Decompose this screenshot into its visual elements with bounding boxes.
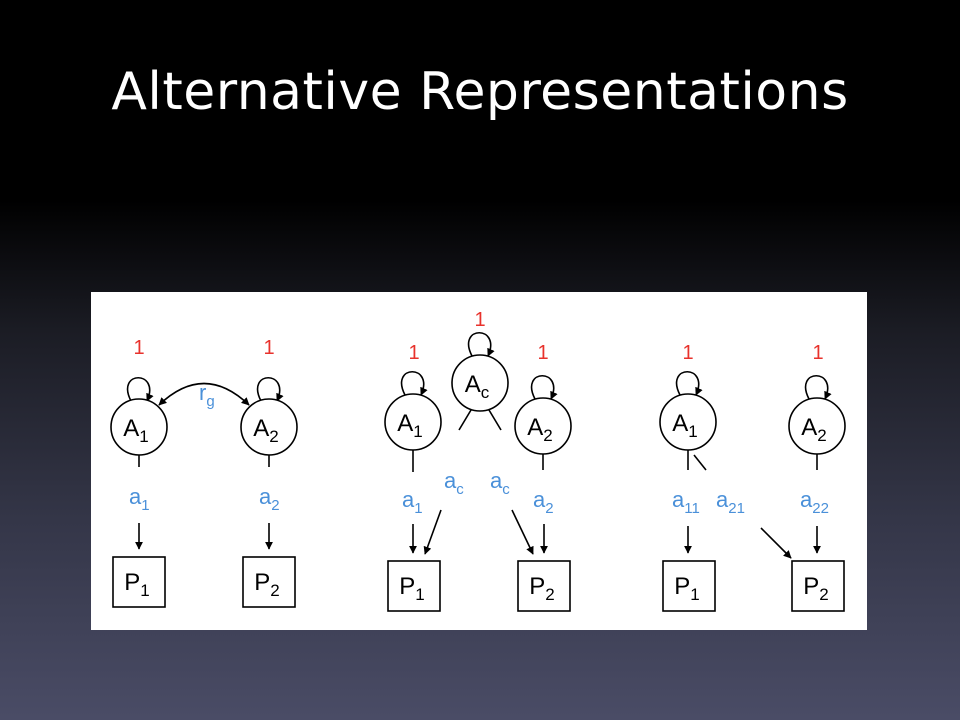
phenotype-label-p2: P2 <box>254 569 279 600</box>
path-diagram-svg: 1 A1 1 A2 rg a1 a2 P1 P2 <box>110 309 846 612</box>
panel-3-cholesky: 1 A1 1 A2 a11 a21 a22 P1 P2 <box>659 342 846 612</box>
latent-circle-ac <box>451 354 509 412</box>
phenotype-p2-box: P2 <box>517 560 571 612</box>
path-label-a2: a2 <box>533 487 554 517</box>
variance-label-a1: 1 <box>133 337 144 359</box>
latent-a1-node: 1 A1 <box>659 342 717 451</box>
path-stub-ac-left <box>458 409 472 431</box>
variance-label-a2: 1 <box>812 342 823 364</box>
variance-loop-a1 <box>675 371 703 396</box>
path-label-a21: a21 <box>716 487 745 517</box>
latent-ac-node: 1 Ac <box>451 309 509 412</box>
variance-loop-a1 <box>400 371 428 396</box>
path-label-a1: a1 <box>129 484 150 514</box>
path-label-ac-left: ac <box>444 468 464 498</box>
variance-loop-a1 <box>126 377 154 402</box>
phenotype-label-p1: P1 <box>124 569 149 600</box>
phenotype-p1-box: P1 <box>112 556 166 608</box>
variance-label-a2: 1 <box>263 337 274 359</box>
latent-label-a2: A2 <box>527 414 552 445</box>
latent-a2-node: 1 A2 <box>514 342 572 455</box>
latent-a2-node: 1 A2 <box>788 342 846 455</box>
path-label-a1: a1 <box>402 487 423 517</box>
path-arrow-ac-p1 <box>423 509 442 555</box>
variance-label-a1: 1 <box>408 342 419 364</box>
latent-label-a2: A2 <box>801 414 826 445</box>
variance-loop-a2 <box>530 375 558 400</box>
panel-1-bivariate-correlated: 1 A1 1 A2 rg a1 a2 P1 P2 <box>110 337 298 608</box>
latent-label-a1: A1 <box>672 410 697 441</box>
latent-label-a1: A1 <box>123 415 148 446</box>
latent-a1-node: 1 A1 <box>384 342 442 451</box>
path-label-a22: a22 <box>800 487 829 517</box>
path-diagram-figure: 1 A1 1 A2 rg a1 a2 P1 P2 <box>91 292 867 630</box>
variance-label-a2: 1 <box>537 342 548 364</box>
path-label-a2: a2 <box>259 484 280 514</box>
slide-title: Alternative Representations <box>111 62 849 122</box>
variance-loop-a2 <box>256 377 284 402</box>
path-label-a11: a11 <box>672 487 700 517</box>
panel-2-common-factor: 1 A1 1 Ac 1 A2 a1 ac ac a2 <box>384 309 572 612</box>
phenotype-label-p2: P2 <box>529 573 554 604</box>
variance-label-a1: 1 <box>682 342 693 364</box>
correlation-arc <box>158 382 250 406</box>
latent-a1-node: 1 A1 <box>110 337 168 456</box>
correlation-label-rg: rg <box>199 380 215 410</box>
phenotype-p2-box: P2 <box>242 556 296 608</box>
variance-loop-a2 <box>804 375 832 400</box>
latent-label-ac: Ac <box>465 371 490 402</box>
phenotype-p2-box: P2 <box>791 560 845 612</box>
path-stub-a1-cross <box>693 454 707 471</box>
latent-a2-node: 1 A2 <box>240 337 298 456</box>
path-arrow-a1-p2 <box>760 527 792 559</box>
latent-label-a1: A1 <box>397 410 422 441</box>
path-stub-ac-right <box>488 409 502 431</box>
variance-label-ac: 1 <box>474 309 485 331</box>
phenotype-label-p1: P1 <box>399 573 424 604</box>
variance-loop-ac <box>467 332 495 357</box>
phenotype-p1-box: P1 <box>387 560 441 612</box>
phenotype-label-p1: P1 <box>674 573 699 604</box>
latent-label-a2: A2 <box>253 415 278 446</box>
phenotype-label-p2: P2 <box>803 573 828 604</box>
path-label-ac-right: ac <box>490 468 510 498</box>
phenotype-p1-box: P1 <box>662 560 716 612</box>
path-arrow-ac-p2 <box>511 509 534 555</box>
